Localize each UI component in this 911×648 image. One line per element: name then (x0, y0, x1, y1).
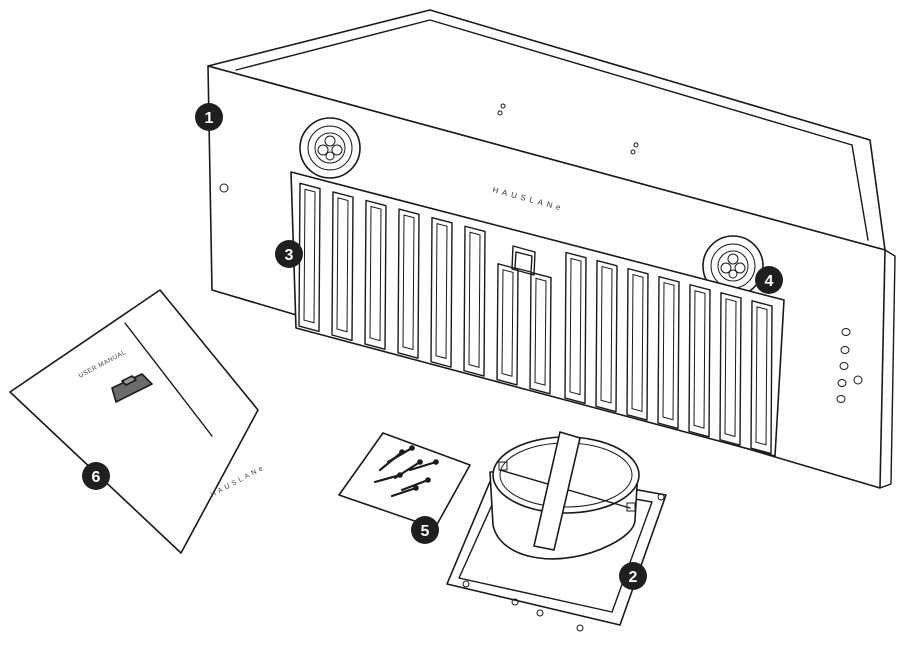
duct-adapter (446, 431, 667, 632)
top-hole (630, 149, 636, 155)
adapter-tape (533, 431, 581, 551)
callout-5: 5 (411, 516, 439, 544)
filter-slot (397, 208, 420, 359)
filter-handle-inner (514, 251, 533, 273)
plate-hole (536, 609, 544, 617)
top-hole (500, 103, 506, 109)
filter-slot (595, 259, 618, 413)
plate-hole (462, 580, 470, 588)
range-hood-insert: HAUSLANe (207, 9, 896, 489)
filter-slot (430, 216, 453, 368)
manual-fold (124, 322, 213, 437)
filter-slot (298, 182, 321, 333)
callout-1-label: 1 (205, 110, 214, 127)
filter-slot-inner (435, 223, 448, 360)
control-buttons (836, 328, 851, 403)
screw (390, 486, 418, 498)
screws (373, 445, 439, 498)
user-manual: USER MANUAL HAUSLANe (9, 289, 267, 554)
filter-handle (511, 245, 536, 276)
filter-slot-inner (724, 298, 737, 438)
callout-2: 2 (619, 562, 647, 590)
screw (386, 446, 414, 464)
screw (408, 460, 438, 472)
filter-slot (626, 267, 649, 421)
filter-slot (331, 191, 354, 342)
callout-1: 1 (195, 103, 223, 131)
filter-slot (496, 263, 519, 386)
filter-slot-inner (501, 269, 514, 377)
filter-slot-inner (662, 282, 675, 421)
screw-head (425, 477, 431, 483)
control-button (837, 379, 847, 387)
callout-2-label: 2 (629, 569, 638, 586)
screw-bag (338, 432, 471, 529)
callout-3: 3 (275, 240, 303, 268)
screw (373, 473, 402, 484)
filter-slot-inner (369, 205, 382, 342)
filter-slot (719, 292, 742, 446)
hood-side-rim (851, 144, 869, 241)
plate-hole (576, 624, 584, 632)
screw-head (409, 445, 415, 451)
manual-sheet (9, 289, 259, 554)
filter-slot-inner (468, 231, 481, 368)
led-light-left (299, 117, 361, 179)
filter-slot-inner (755, 306, 768, 446)
side-screw (219, 183, 229, 193)
top-hole (497, 110, 503, 116)
filter-slot (750, 300, 773, 455)
led-light-right (702, 235, 764, 297)
callout-6-label: 6 (92, 469, 101, 486)
side-screw (853, 375, 863, 385)
callout-5-label: 5 (421, 523, 430, 540)
screw-head (433, 459, 439, 465)
control-button (839, 362, 849, 370)
damper-clip (498, 461, 508, 471)
callout-6: 6 (82, 462, 110, 490)
control-button (840, 346, 850, 354)
control-button (836, 395, 846, 403)
filter-slot-inner (336, 197, 349, 333)
filter-slot (364, 199, 387, 350)
screw-head (417, 459, 423, 465)
screw-head (413, 485, 419, 491)
callout-3-label: 3 (285, 247, 294, 264)
baffle-filter (290, 171, 785, 457)
callout-4-label: 4 (765, 273, 774, 290)
callout-4: 4 (755, 266, 783, 294)
control-button (841, 328, 851, 336)
filter-slot (657, 275, 680, 430)
hood-back-rim (235, 19, 853, 146)
screw-pack (338, 432, 471, 529)
damper-clip (626, 502, 636, 512)
screw-head (397, 472, 403, 478)
filter-slot-inner (600, 265, 613, 404)
top-hole (633, 142, 639, 148)
filter-slot (688, 284, 711, 438)
filter-slot (463, 225, 486, 377)
filter-slot-inner (402, 214, 415, 351)
filter-slot (564, 251, 587, 404)
filter-slot (529, 271, 552, 395)
screw (400, 478, 430, 492)
filter-slots (298, 182, 773, 455)
filter-slot-inner (693, 290, 706, 429)
filter-slot-inner (534, 277, 547, 386)
filter-slot-inner (631, 273, 644, 412)
plate-hole (657, 493, 665, 501)
filter-slot-inner (303, 188, 316, 324)
filter-slot-inner (569, 257, 582, 396)
plate-hole (511, 598, 519, 606)
hood-right-edge (879, 249, 896, 489)
